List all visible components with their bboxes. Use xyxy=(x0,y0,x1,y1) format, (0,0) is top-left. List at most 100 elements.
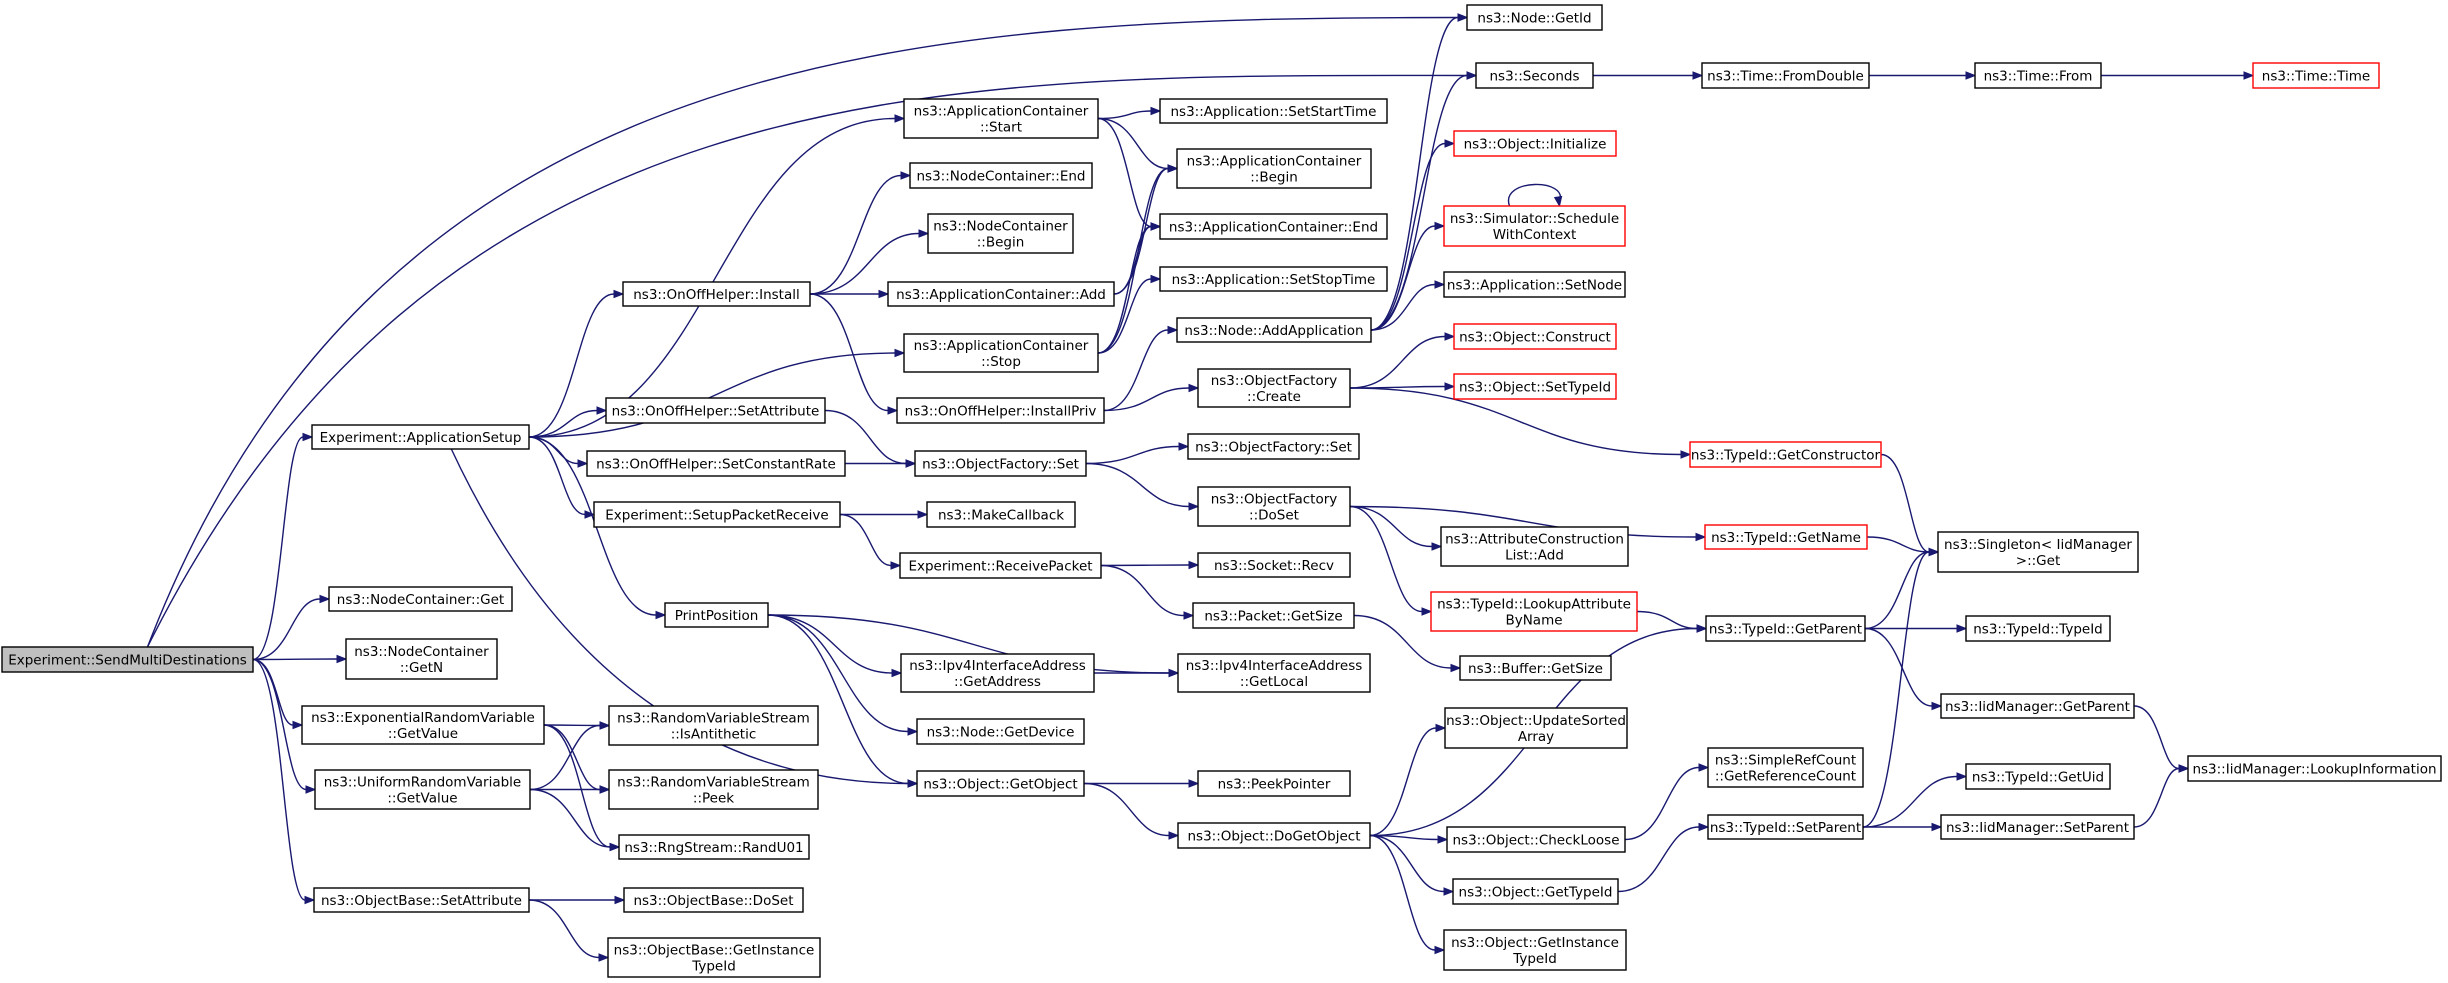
node-simplerefcount[interactable]: ns3::SimpleRefCount::GetReferenceCount xyxy=(1707,747,1864,788)
node-tid-getparent[interactable]: ns3::TypeId::GetParent xyxy=(1705,615,1866,642)
node-label-line: ns3::Time::From xyxy=(1984,69,2093,85)
node-box xyxy=(1965,763,2111,790)
node-singleton-get[interactable]: ns3::Singleton< IidManager>::Get xyxy=(1937,531,2139,573)
node-obj-gettypeid[interactable]: ns3::Object::GetTypeId xyxy=(1452,878,1619,905)
node-of-set2[interactable]: ns3::ObjectFactory::Set xyxy=(1187,433,1360,460)
node-rvs-peek[interactable]: ns3::RandomVariableStream::Peek xyxy=(608,769,819,810)
node-of-create[interactable]: ns3::ObjectFactory::Create xyxy=(1197,368,1351,408)
node-label-line: ns3::Ipv4InterfaceAddress xyxy=(909,658,1086,674)
node-tid-getname[interactable]: ns3::TypeId::GetName xyxy=(1704,524,1868,550)
node-tid-getuid[interactable]: ns3::TypeId::GetUid xyxy=(1965,763,2111,790)
node-box xyxy=(593,501,841,528)
node-printpos[interactable]: PrintPosition xyxy=(664,602,769,628)
node-obj-checkloose[interactable]: ns3::Object::CheckLoose xyxy=(1446,826,1626,853)
node-makecallback[interactable]: ns3::MakeCallback xyxy=(926,501,1076,528)
node-ac-start[interactable]: ns3::ApplicationContainer::Start xyxy=(903,98,1099,139)
node-nc-end[interactable]: ns3::NodeContainer::End xyxy=(909,162,1093,189)
node-setup-recv[interactable]: Experiment::SetupPacketReceive xyxy=(593,501,841,528)
node-onoff-setattr[interactable]: ns3::OnOffHelper::SetAttribute xyxy=(605,397,826,424)
node-buffer-getsize[interactable]: ns3::Buffer::GetSize xyxy=(1459,655,1612,681)
node-app-setstart[interactable]: ns3::Application::SetStartTime xyxy=(1159,98,1388,124)
node-tid-typeid[interactable]: ns3::TypeId::TypeId xyxy=(1965,615,2111,642)
node-obj-dogetobject[interactable]: ns3::Object::DoGetObject xyxy=(1177,822,1371,849)
node-iid-setparent[interactable]: ns3::IidManager::SetParent xyxy=(1940,814,2135,840)
node-seconds[interactable]: ns3::Seconds xyxy=(1475,62,1594,89)
node-rvs-isanti[interactable]: ns3::RandomVariableStream::IsAntithetic xyxy=(608,705,819,746)
node-label-line: ns3::IidManager::SetParent xyxy=(1946,820,2129,836)
node-box xyxy=(608,705,819,746)
node-box xyxy=(622,281,811,307)
node-onoff-setrate[interactable]: ns3::OnOffHelper::SetConstantRate xyxy=(586,450,846,477)
node-ipv4-getaddr[interactable]: ns3::Ipv4InterfaceAddress::GetAddress xyxy=(900,653,1095,693)
node-ob-doset[interactable]: ns3::ObjectBase::DoSet xyxy=(623,887,804,913)
node-node-addapp[interactable]: ns3::Node::AddApplication xyxy=(1176,317,1372,343)
node-nc-getn[interactable]: ns3::NodeContainer::GetN xyxy=(345,638,498,680)
node-onoff-install[interactable]: ns3::OnOffHelper::Install xyxy=(622,281,811,307)
node-ac-add[interactable]: ns3::ApplicationContainer::Add xyxy=(887,281,1115,307)
edge-tid_setparent-to-iid_setparent xyxy=(1863,822,1943,832)
node-rng-randu01[interactable]: ns3::RngStream::RandU01 xyxy=(618,834,810,860)
edge-time_from-to-time_time xyxy=(2101,71,2255,80)
node-box xyxy=(1177,822,1371,849)
edge-recvpacket-to-socket_recv xyxy=(1100,560,1200,570)
node-box xyxy=(1176,148,1372,189)
node-ob-setattr[interactable]: ns3::ObjectBase::SetAttribute xyxy=(313,887,530,913)
node-label-line: ::GetReferenceCount xyxy=(1715,769,1856,785)
node-of-set[interactable]: ns3::ObjectFactory::Set xyxy=(914,450,1087,477)
node-exp-getvalue[interactable]: ns3::ExponentialRandomVariable::GetValue xyxy=(301,705,545,745)
node-label-line: ns3::ApplicationContainer::Add xyxy=(896,287,1106,303)
node-ac-stop[interactable]: ns3::ApplicationContainer::Stop xyxy=(903,333,1099,373)
node-tid-getconstructor[interactable]: ns3::TypeId::GetConstructor xyxy=(1689,441,1882,468)
edge-obj_gettypeid-to-tid_setparent xyxy=(1617,822,1710,893)
node-label-line: ns3::TypeId::GetUid xyxy=(1972,770,2104,786)
node-nc-get[interactable]: ns3::NodeContainer::Get xyxy=(328,586,513,612)
node-obj-initialize[interactable]: ns3::Object::Initialize xyxy=(1453,130,1617,157)
node-box xyxy=(1965,615,2111,642)
node-nc-begin[interactable]: ns3::NodeContainer::Begin xyxy=(927,213,1074,254)
node-box xyxy=(914,450,1087,477)
node-recvpacket[interactable]: Experiment::ReceivePacket xyxy=(899,552,1102,579)
node-iid-lookupinfo[interactable]: ns3::IidManager::LookupInformation xyxy=(2187,755,2442,782)
node-obj-settypeid[interactable]: ns3::Object::SetTypeId xyxy=(1453,373,1617,400)
node-packet-getsize[interactable]: ns3::Packet::GetSize xyxy=(1192,602,1355,629)
node-node-getid[interactable]: ns3::Node::GetId xyxy=(1466,4,1603,31)
node-box xyxy=(1689,441,1882,468)
node-of-doset[interactable]: ns3::ObjectFactory::DoSet xyxy=(1197,486,1351,527)
node-ipv4-getlocal[interactable]: ns3::Ipv4InterfaceAddress::GetLocal xyxy=(1177,653,1371,693)
node-box xyxy=(1430,591,1638,632)
node-ac-begin[interactable]: ns3::ApplicationContainer::Begin xyxy=(1176,148,1372,189)
node-box xyxy=(916,718,1085,745)
node-ac-end[interactable]: ns3::ApplicationContainer::End xyxy=(1159,213,1388,240)
node-box xyxy=(2187,755,2442,782)
node-label-line: ns3::NodeContainer::End xyxy=(917,169,1086,185)
call-nodes: Experiment::SendMultiDestinations Experim… xyxy=(1,4,2442,978)
node-time-fromdouble[interactable]: ns3::Time::FromDouble xyxy=(1701,62,1870,89)
node-time-from[interactable]: ns3::Time::From xyxy=(1974,62,2102,89)
node-app-setstop[interactable]: ns3::Application::SetStopTime xyxy=(1159,266,1388,292)
node-tid-setparent[interactable]: ns3::TypeId::SetParent xyxy=(1707,814,1864,840)
node-iid-getparent[interactable]: ns3::IidManager::GetParent xyxy=(1940,693,2135,719)
node-onoff-installpriv[interactable]: ns3::OnOffHelper::InstallPriv xyxy=(896,397,1105,424)
node-label-line: ns3::AttributeConstruction xyxy=(1445,532,1624,548)
node-root[interactable]: Experiment::SendMultiDestinations xyxy=(1,646,254,673)
node-label-line: ns3::Object::GetTypeId xyxy=(1459,885,1613,901)
node-peekpointer[interactable]: ns3::PeekPointer xyxy=(1197,770,1351,797)
node-node-getdevice[interactable]: ns3::Node::GetDevice xyxy=(916,718,1085,745)
node-uni-getvalue[interactable]: ns3::UniformRandomVariable::GetValue xyxy=(314,769,531,810)
node-obj-getobject[interactable]: ns3::Object::GetObject xyxy=(916,770,1085,797)
edge-onoff_installpriv-to-of_create xyxy=(1103,383,1200,412)
edge-packet_getsize-to-buffer_getsize xyxy=(1353,614,1462,673)
node-obj-construct[interactable]: ns3::Object::Construct xyxy=(1453,323,1617,350)
node-socket-recv[interactable]: ns3::Socket::Recv xyxy=(1197,552,1351,578)
node-app-setnode[interactable]: ns3::Application::SetNode xyxy=(1443,271,1626,298)
node-appsetup[interactable]: Experiment::ApplicationSetup xyxy=(311,424,530,450)
node-time-time[interactable]: ns3::Time::Time xyxy=(2252,62,2380,89)
node-box xyxy=(313,887,530,913)
node-label-line: ns3::UniformRandomVariable xyxy=(324,775,522,791)
